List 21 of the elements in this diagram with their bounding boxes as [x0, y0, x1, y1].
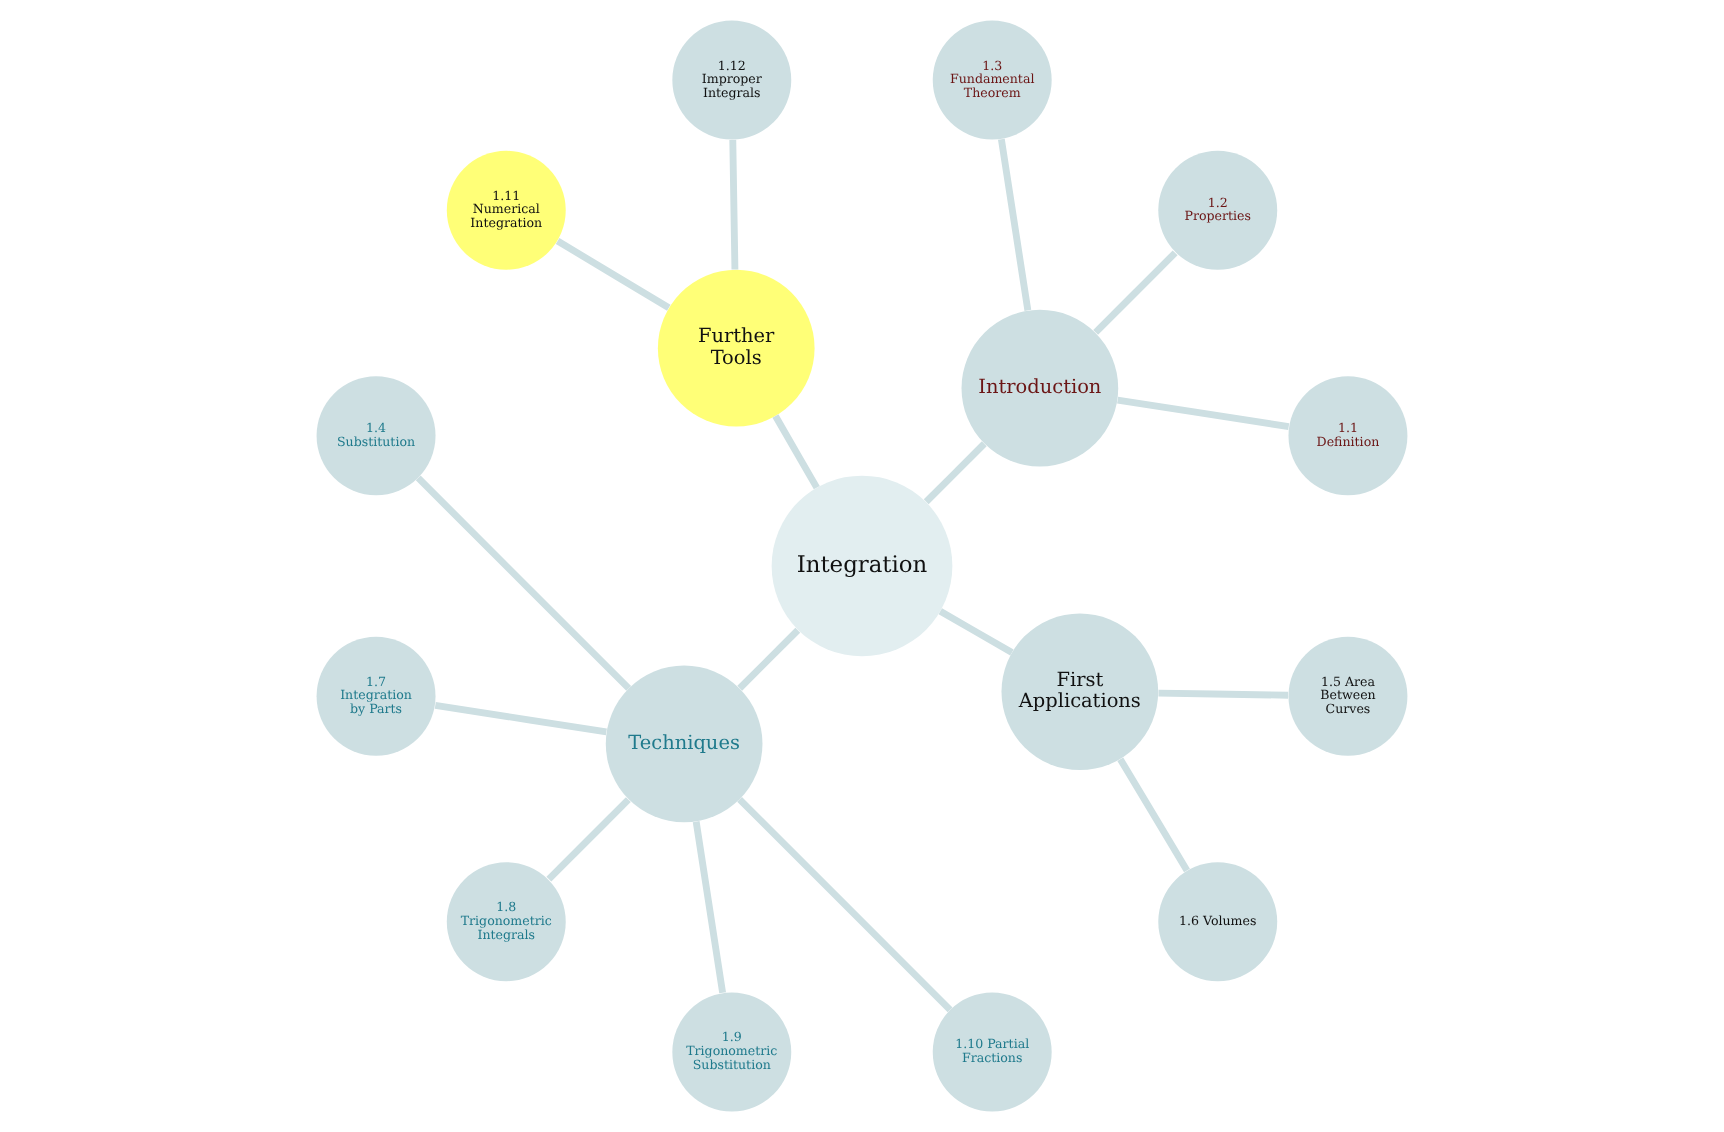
connector: [998, 138, 1032, 311]
connector: [555, 238, 671, 311]
connector: [415, 475, 632, 691]
connector: [1158, 689, 1289, 699]
connector: [737, 796, 953, 1013]
connector: [546, 797, 631, 882]
connector: [938, 608, 1014, 656]
connector: [737, 627, 801, 691]
connector: [434, 702, 607, 736]
connector: [923, 441, 987, 505]
node-circle: Integration: [771, 475, 953, 657]
node-circle: Further Tools: [657, 269, 815, 427]
node-circle: First Applications: [1001, 613, 1159, 771]
connector: [1117, 396, 1290, 430]
connector: [692, 821, 726, 994]
connector: [1093, 250, 1178, 335]
connector: [729, 139, 739, 270]
node-circle: Introduction: [961, 309, 1119, 467]
connector: [772, 414, 820, 490]
node-circle: Techniques: [605, 665, 763, 823]
connector: [1117, 757, 1190, 873]
